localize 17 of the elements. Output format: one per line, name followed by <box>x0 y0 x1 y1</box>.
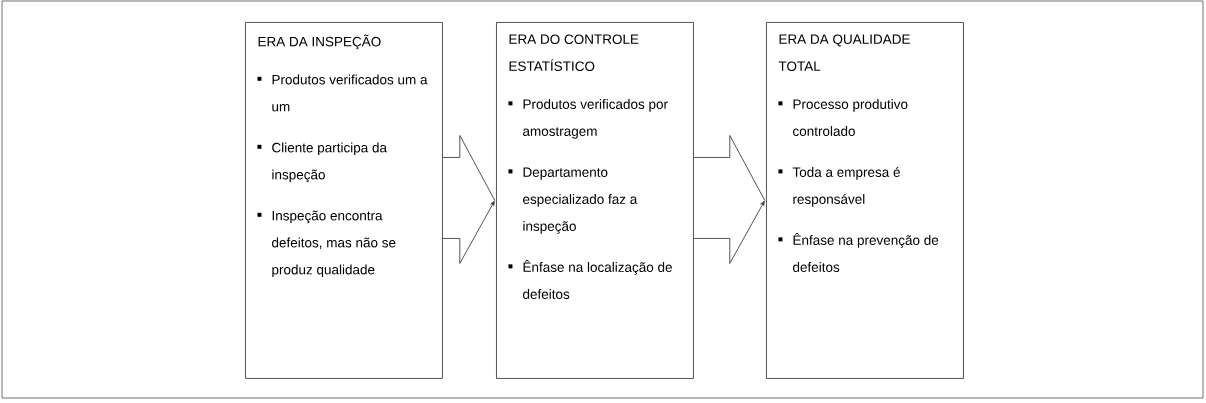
stage-box <box>496 22 694 379</box>
bullet-text: Ênfase na prevenção de defeitos <box>793 233 939 272</box>
chevron-arrow <box>442 135 496 264</box>
bullet-text: Departamento especializado faz a inspeção <box>523 167 638 234</box>
chevron-arrow <box>693 135 766 264</box>
stage-box <box>245 22 443 379</box>
heading: ERA DA QUALIDADE TOTAL <box>778 34 910 71</box>
heading: ERA DO CONTROLE ESTATÍSTICO <box>509 34 639 71</box>
bullet-text: Produtos verificados um a um <box>272 74 428 112</box>
bullet-text: Inspeção encontra defeitos, mas não se produz qualidade <box>272 210 396 278</box>
bullet-text: Toda a empresa é responsável <box>792 166 900 207</box>
bullet-text: Ênfase na localização de defeitos <box>523 260 672 299</box>
stage-box <box>766 22 964 379</box>
bullet-text: Processo produtivo controlado <box>793 99 908 136</box>
bullet-text: Produtos verificados por amostragem <box>523 99 668 139</box>
heading: ERA DA INSPEÇÃO <box>258 34 381 50</box>
bullet-text: Cliente participa da inspeção <box>272 142 387 183</box>
